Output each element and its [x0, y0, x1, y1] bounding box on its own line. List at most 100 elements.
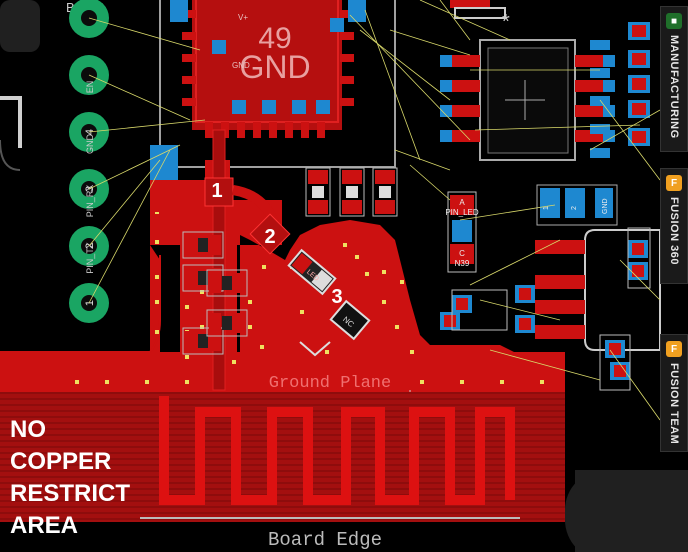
- component-outline: [599, 334, 631, 391]
- mounting-area: [575, 470, 688, 552]
- right-small-pad: [590, 68, 610, 78]
- copper-ground-band: [0, 352, 565, 392]
- restrict-line: AREA: [10, 512, 79, 539]
- mcu-pad: [269, 122, 277, 138]
- right-pad-copper: [632, 53, 646, 65]
- mcu-center-pad: [330, 18, 344, 32]
- pin-led-label: PIN_LED: [445, 208, 479, 217]
- led-component[interactable]: LED: [287, 248, 337, 296]
- header-pin-label: EN: [85, 81, 95, 94]
- soic-pad-mask: [440, 105, 452, 117]
- resistor-outline: [372, 167, 398, 217]
- passive-pad: [185, 268, 197, 288]
- resistor-outline: [305, 167, 331, 217]
- component-outline: [451, 289, 508, 331]
- via: [105, 380, 109, 384]
- airwires: [88, 0, 661, 421]
- resistor-pad: [375, 170, 395, 184]
- restrict-line: RESTRICT: [10, 480, 130, 507]
- passive-outline: [206, 269, 248, 297]
- matching-pad-2[interactable]: [249, 213, 291, 255]
- ground-plane-label: Ground Plane: [269, 374, 391, 393]
- small-pad-copper: [519, 318, 531, 330]
- chip-number-label: 49: [258, 22, 291, 55]
- matching-pad-1[interactable]: [204, 177, 234, 207]
- right-pad-copper: [632, 25, 646, 37]
- connector-pad: [535, 300, 585, 314]
- right-small-pad: [590, 40, 610, 50]
- via: [420, 380, 424, 384]
- mcu-center-pad: [212, 40, 226, 54]
- small-pad-copper: [609, 343, 621, 355]
- via: [343, 243, 347, 247]
- step-1-label: 1: [211, 180, 222, 202]
- pin-led-body: [452, 220, 472, 242]
- passive-outline: [182, 327, 224, 355]
- top-resistors: [305, 167, 398, 217]
- via: [355, 255, 359, 259]
- header-pin-label: PIN_TX: [85, 242, 95, 274]
- mcu-pad: [205, 122, 213, 138]
- airwire: [489, 349, 601, 381]
- small-pad-copper: [456, 298, 468, 310]
- chip-small-gnd-label: GND: [232, 61, 250, 70]
- step-2-label: 2: [264, 226, 275, 248]
- meander-antenna[interactable]: [159, 396, 515, 505]
- mcu-pad: [182, 10, 196, 18]
- passive-pad: [185, 235, 197, 255]
- small-pad-copper: [614, 365, 626, 377]
- tab-fusion-team[interactable]: F FUSION TEAM: [660, 334, 688, 452]
- airwire: [88, 74, 191, 121]
- via: [248, 300, 252, 304]
- airwire: [88, 17, 201, 51]
- right-lower-pads: [440, 227, 651, 391]
- no-copper-restrict-area-label: NO COPPER RESTRICT AREA: [10, 414, 130, 542]
- passive-body: [222, 316, 232, 330]
- board-edge-label: Board Edge: [268, 529, 382, 551]
- mcu-pad: [285, 122, 293, 138]
- tab-fusion-360-label: FUSION 360: [668, 197, 680, 265]
- passive-body: [222, 276, 232, 290]
- airwire: [609, 349, 661, 421]
- resistor-outline: [339, 167, 365, 217]
- reg-pin-2-label: 2: [571, 206, 578, 210]
- chip-gnd-label: GND: [239, 49, 310, 85]
- small-pad-copper: [444, 315, 456, 327]
- resistor-pad: [342, 170, 362, 184]
- airwire: [479, 299, 561, 321]
- right-small-pad: [590, 124, 610, 134]
- mcu-pad: [182, 98, 196, 106]
- resistor-pad: [375, 200, 395, 214]
- mcu-pad: [182, 54, 196, 62]
- mcu-pad: [301, 122, 309, 138]
- via: [382, 300, 386, 304]
- small-pad-copper: [632, 243, 644, 255]
- star-marker: *: [502, 11, 510, 33]
- nc-component[interactable]: NC: [329, 299, 371, 341]
- tab-fusion-team-label: FUSION TEAM: [668, 363, 680, 445]
- airwire: [409, 164, 451, 201]
- tab-fusion-360[interactable]: F FUSION 360: [660, 168, 688, 284]
- airwire: [459, 204, 556, 221]
- tab-manufacturing[interactable]: ■ MANUFACTURING: [660, 6, 688, 152]
- passive-outline: [206, 309, 248, 337]
- passive-pad: [209, 235, 221, 255]
- resistor-body: [312, 186, 324, 198]
- copper-pour[interactable]: [150, 160, 560, 390]
- mcu-pad: [182, 76, 196, 84]
- feed-passives: [150, 145, 248, 355]
- regulator-pad: [540, 188, 560, 218]
- pin-led-pad-c: [450, 244, 474, 264]
- silkscreen-arrow: [299, 341, 331, 357]
- pin-c-label: C: [459, 249, 465, 258]
- mcu-pad: [182, 32, 196, 40]
- via: [185, 305, 189, 309]
- passive-pad: [233, 273, 245, 293]
- small-pad-copper: [519, 288, 531, 300]
- resistor-body: [379, 186, 391, 198]
- right-small-pad: [590, 96, 610, 106]
- pin-led-pad-a: [450, 195, 474, 215]
- via-stitching: [75, 210, 544, 384]
